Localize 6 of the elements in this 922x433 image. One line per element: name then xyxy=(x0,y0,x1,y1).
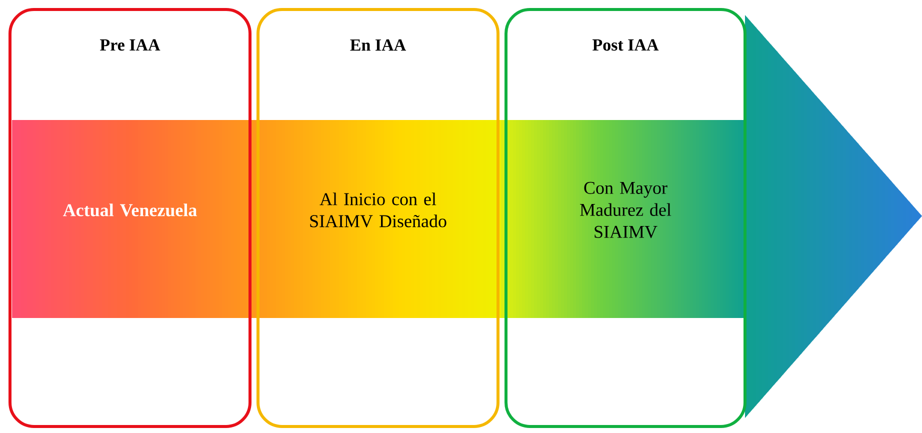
stage-text: Al Inicio con el SIAIMV Diseñado xyxy=(310,192,446,228)
stage-text: Actual Venezuela xyxy=(63,204,197,216)
stage-text: Con Mayor Madurez del SIAIMV xyxy=(580,182,672,238)
stage-heading: En IAA xyxy=(350,39,406,51)
stage-heading: Pre IAA xyxy=(100,39,160,51)
stage-heading: Post IAA xyxy=(592,39,659,51)
